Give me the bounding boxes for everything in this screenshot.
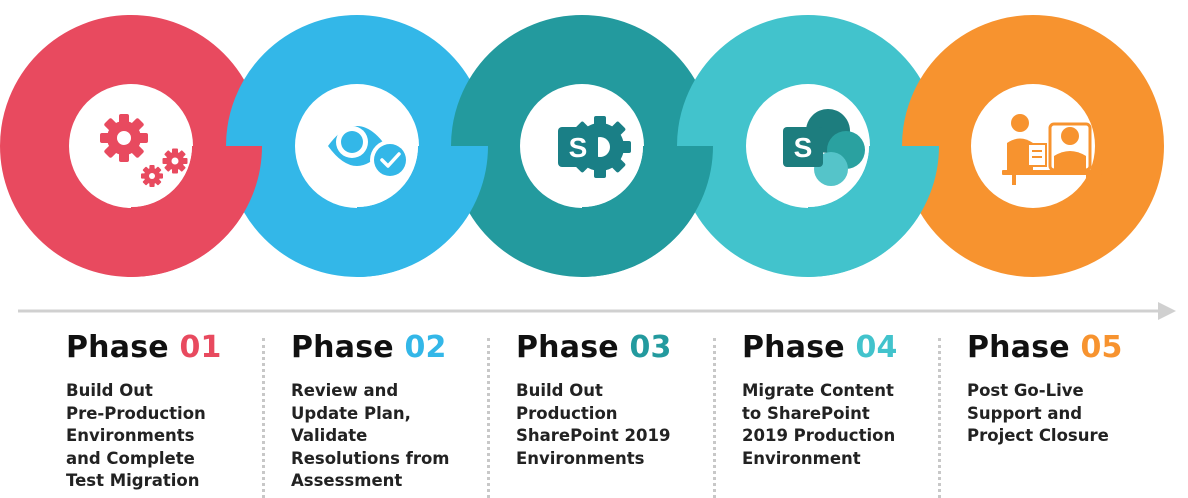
phase-title: Phase 03 xyxy=(516,330,726,366)
interlock-1 xyxy=(129,144,262,277)
description-line: Production xyxy=(516,403,618,423)
eye-check-icon xyxy=(328,126,410,180)
phase-column-5: Phase 05 Post Go-Live Support and Projec… xyxy=(967,330,1177,448)
description-line: SharePoint 2019 xyxy=(516,426,671,446)
gears-icon xyxy=(100,114,188,187)
description-line: Pre-Production xyxy=(66,403,206,423)
sharepoint-gear-icon: S xyxy=(558,116,631,178)
phase-label: Phase xyxy=(291,330,394,365)
column-divider xyxy=(713,338,716,498)
sharepoint-icon: S xyxy=(783,109,865,186)
phase-number: 03 xyxy=(629,330,672,365)
description-line: and Complete xyxy=(66,448,195,468)
phase-column-4: Phase 04 Migrate Content to SharePoint 2… xyxy=(742,330,952,470)
phase-number: 01 xyxy=(179,330,222,365)
description-line: Build Out xyxy=(66,381,153,400)
phase-column-1: Phase 01 Build Out Pre-Production Enviro… xyxy=(66,330,276,493)
description-line: Review and xyxy=(291,381,399,400)
description-line: Build Out xyxy=(516,381,603,400)
phase-description: Post Go-Live Support and Project Closure xyxy=(967,380,1177,448)
column-divider xyxy=(487,338,490,498)
phase-column-3: Phase 03 Build Out Production SharePoint… xyxy=(516,330,726,470)
description-line: Environments xyxy=(66,426,195,446)
interlock-2 xyxy=(355,144,488,277)
column-divider xyxy=(938,338,941,498)
description-line: Test Migration xyxy=(66,471,200,491)
description-line: Project Closure xyxy=(967,426,1109,446)
timeline-arrowhead xyxy=(1158,302,1176,320)
description-line: Support and xyxy=(967,403,1083,423)
svg-text:S: S xyxy=(794,132,813,163)
phase-label: Phase xyxy=(516,330,619,365)
description-line: Environment xyxy=(742,448,861,468)
description-line: to SharePoint xyxy=(742,403,870,423)
phase-column-2: Phase 02 Review and Update Plan, Validat… xyxy=(291,330,501,493)
support-meeting-icon xyxy=(1002,114,1102,185)
description-line: Environments xyxy=(516,448,645,468)
phase-title: Phase 01 xyxy=(66,330,276,366)
description-line: Update Plan, xyxy=(291,403,411,423)
phase-description: Build Out Production SharePoint 2019 Env… xyxy=(516,380,726,470)
description-line: 2019 Production xyxy=(742,426,896,446)
phase-label: Phase xyxy=(66,330,169,365)
description-line: Validate xyxy=(291,426,368,446)
description-line: Post Go-Live xyxy=(967,381,1084,400)
phase-description: Migrate Content to SharePoint 2019 Produ… xyxy=(742,380,952,470)
column-divider xyxy=(262,338,265,498)
description-line: Migrate Content xyxy=(742,381,894,400)
interlock-4 xyxy=(806,144,939,277)
phase-label: Phase xyxy=(967,330,1070,365)
phase-label: Phase xyxy=(742,330,845,365)
description-line: Assessment xyxy=(291,471,403,491)
phase-number: 04 xyxy=(855,330,898,365)
description-line: Resolutions from xyxy=(291,448,450,468)
phase-title: Phase 02 xyxy=(291,330,501,366)
phase-number: 02 xyxy=(404,330,447,365)
phase-number: 05 xyxy=(1080,330,1123,365)
interlock-3 xyxy=(580,144,713,277)
phase-title: Phase 04 xyxy=(742,330,952,366)
phase-title: Phase 05 xyxy=(967,330,1177,366)
phase-rings: S S xyxy=(0,15,1176,320)
svg-text:S: S xyxy=(569,132,588,163)
phase-description: Review and Update Plan, Validate Resolut… xyxy=(291,380,501,493)
phase-description: Build Out Pre-Production Environments an… xyxy=(66,380,276,493)
